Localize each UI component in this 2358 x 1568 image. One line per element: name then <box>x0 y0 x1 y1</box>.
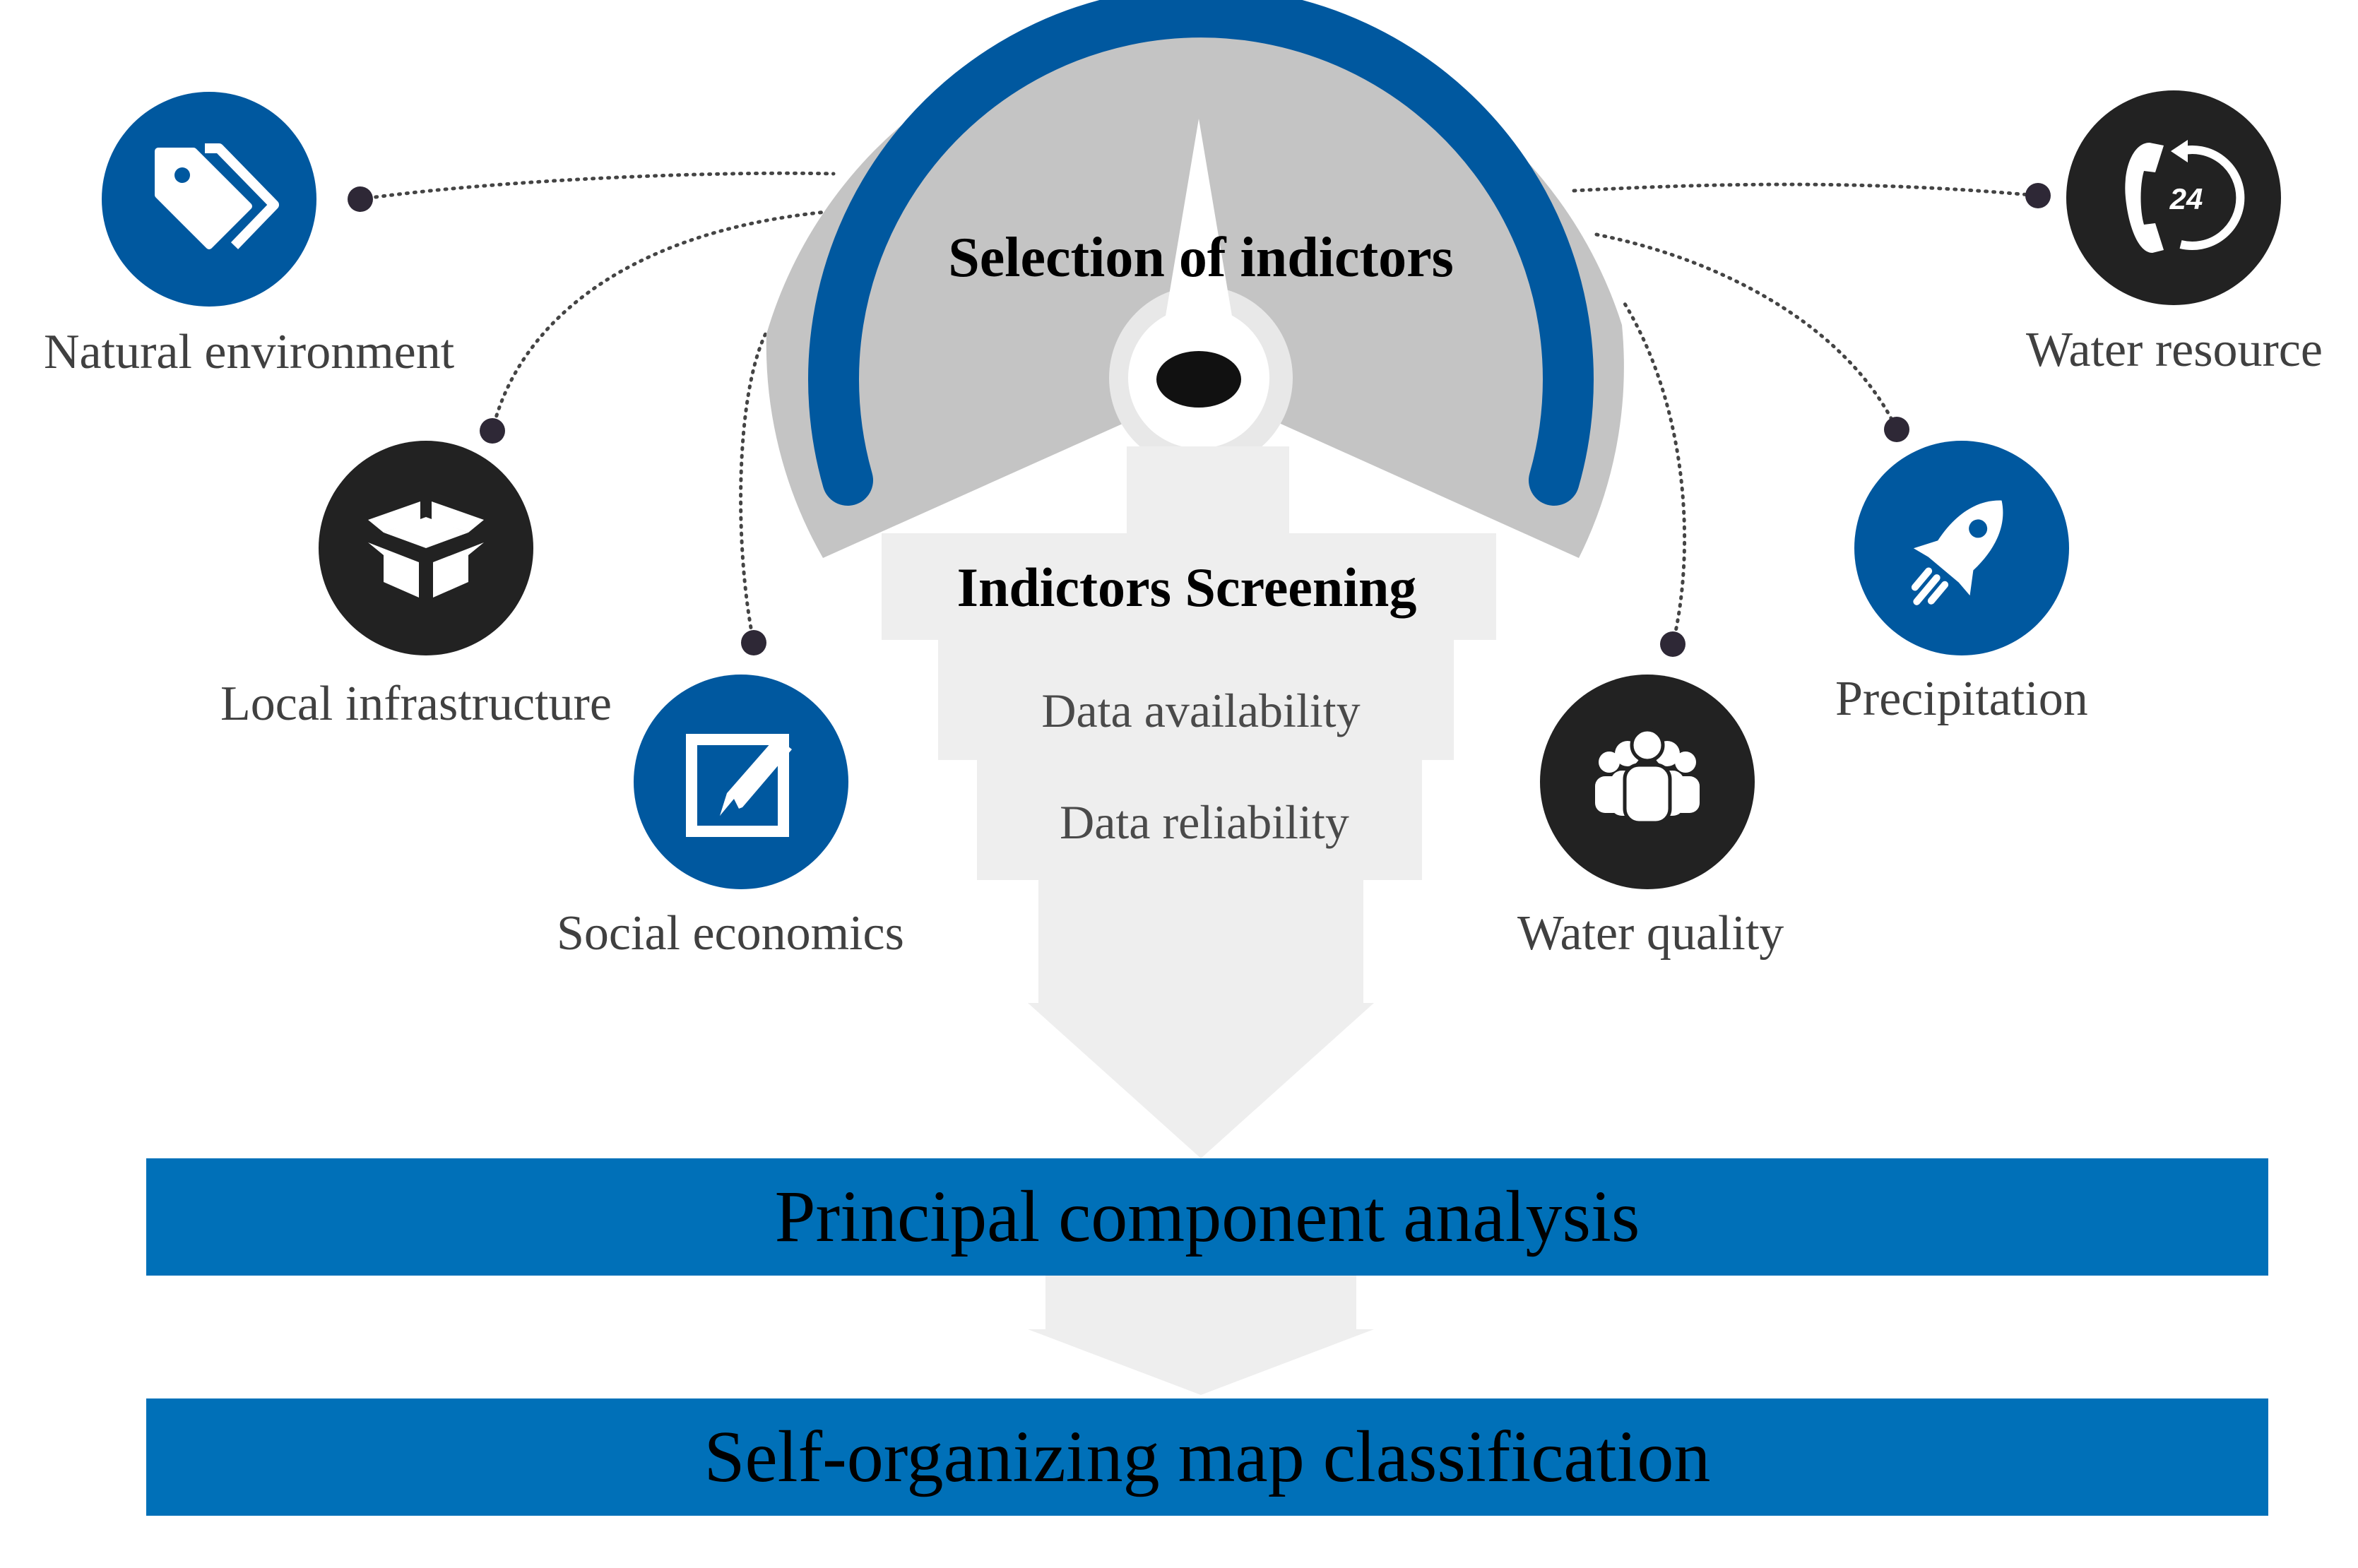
gauge-needle <box>1160 119 1238 350</box>
connector-dot <box>480 418 505 444</box>
connector-dots <box>348 183 2051 657</box>
funnel-step-4 <box>1038 880 1363 993</box>
tag-icon <box>155 143 279 249</box>
connector-social-economics <box>739 330 769 645</box>
connector-dot <box>2025 183 2051 208</box>
connector-water-quality <box>1623 302 1687 646</box>
connector-dot <box>741 630 766 655</box>
indicator-label-water-resource: Water resource <box>2026 323 2323 377</box>
funnel-step-3 <box>977 760 1422 880</box>
screening-funnel <box>882 446 1496 1395</box>
phone-24-icon-text: 24 <box>2169 182 2203 215</box>
indicator-label-water-quality: Water quality <box>1517 906 1784 961</box>
funnel-step-top <box>882 446 1496 640</box>
connector-local-infrastructure <box>490 210 829 433</box>
connector-water-resource <box>1572 182 2040 198</box>
connector-dot <box>1660 631 1685 657</box>
criterion-data-availability: Data availability <box>1041 684 1361 737</box>
step-label-self-organizing-map: Self-organizing map classification <box>704 1416 1711 1497</box>
connector-dot <box>348 186 373 212</box>
indicator-circle-water-resource <box>2066 90 2281 305</box>
gauge-hub <box>1156 351 1241 408</box>
step-band-self-organizing-map: Self-organizing map classification <box>146 1398 2268 1516</box>
screening-title: Indictors Screening <box>956 557 1417 618</box>
step-band-principal-component-analysis: Principal component analysis <box>146 1158 2268 1276</box>
people-icon <box>1595 727 1700 825</box>
step-connector-arrow <box>1028 1275 1374 1395</box>
gauge-title: Selection of indictors <box>948 227 1454 289</box>
connector-dot <box>1884 417 1909 442</box>
criterion-data-reliability: Data reliability <box>1060 795 1349 849</box>
step-label-principal-component-analysis: Principal component analysis <box>774 1176 1640 1257</box>
connectors <box>358 171 2040 646</box>
connector-natural-environment <box>358 171 836 201</box>
edit-icon <box>686 734 792 837</box>
rocket-icon <box>1911 500 2003 605</box>
indicator-label-natural-environment: Natural environment <box>44 325 455 379</box>
funnel-arrow-head <box>1028 993 1374 1158</box>
connector-precipitation <box>1594 232 1899 432</box>
indicator-label-social-economics: Social economics <box>557 906 904 961</box>
indicator-label-precipitation: Precipitation <box>1835 672 2088 726</box>
phone-24-icon: 24 <box>2125 140 2245 253</box>
gauge <box>766 0 1624 558</box>
box-icon <box>368 501 484 598</box>
indicator-label-local-infrastructure: Local infrastructure <box>220 677 612 731</box>
gauge-arc <box>808 0 1594 506</box>
funnel-step-2 <box>938 640 1454 760</box>
